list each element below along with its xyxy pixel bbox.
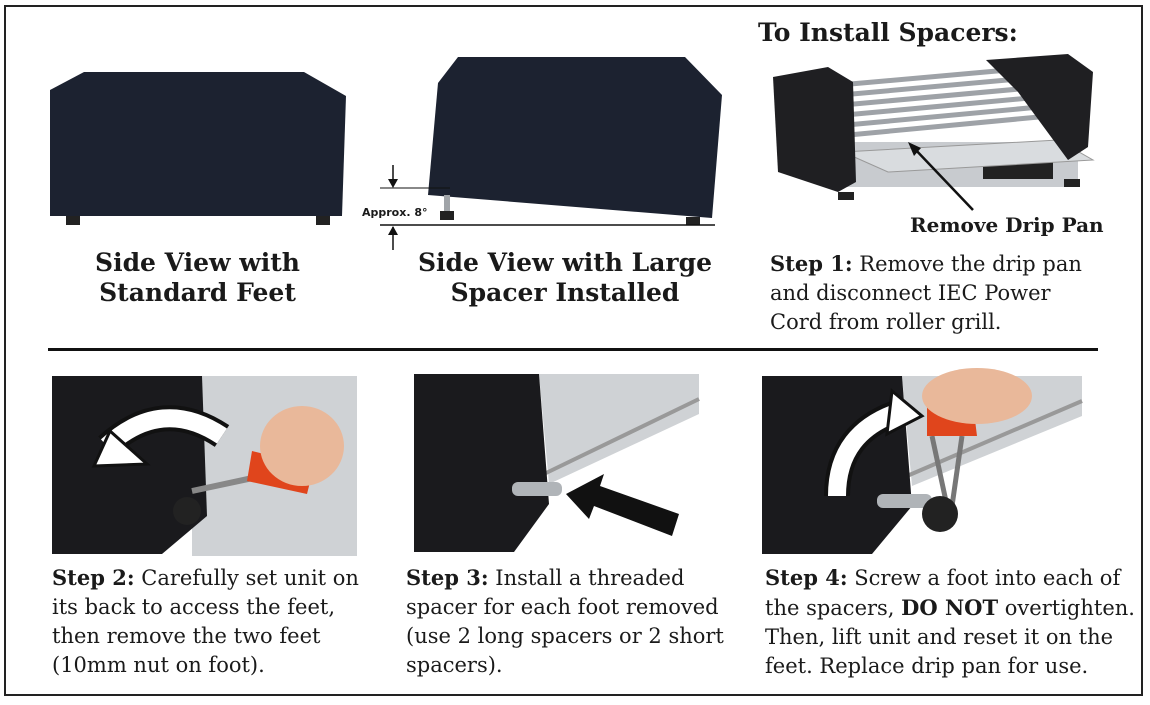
step1-label: Step 1:: [770, 251, 853, 276]
document-frame: [4, 5, 1143, 696]
step3-text: Step 3: Install a threaded spacer for ea…: [406, 565, 724, 677]
step2-label: Step 2:: [52, 565, 135, 590]
step3-photo: [414, 374, 700, 554]
side-view-standard-caption: Side View with Standard Feet: [95, 248, 300, 307]
section-divider: [48, 348, 1098, 351]
angle-label: Approx. 8°: [362, 206, 428, 219]
install-spacers-title: To Install Spacers:: [758, 18, 1018, 47]
side-view-spacer-caption: Side View with Large Spacer Installed: [417, 248, 712, 307]
step4-label: Step 4:: [765, 565, 848, 590]
remove-drip-pan-label: Remove Drip Pan: [910, 213, 1104, 237]
step3-label: Step 3:: [406, 565, 489, 590]
step1-text: Step 1: Remove the drip pan and disconne…: [770, 251, 1082, 334]
side-view-spacer-illustration: [380, 57, 722, 250]
side-view-standard-illustration: [50, 72, 346, 225]
step2-photo: [52, 376, 357, 556]
roller-grill-photo: [773, 54, 1095, 211]
step4-photo: [762, 368, 1083, 556]
step4-text: Step 4: Screw a foot into each of the sp…: [765, 565, 1135, 678]
do-not-emphasis: DO NOT: [901, 595, 999, 620]
step2-text: Step 2: Carefully set unit on its back t…: [52, 565, 359, 677]
